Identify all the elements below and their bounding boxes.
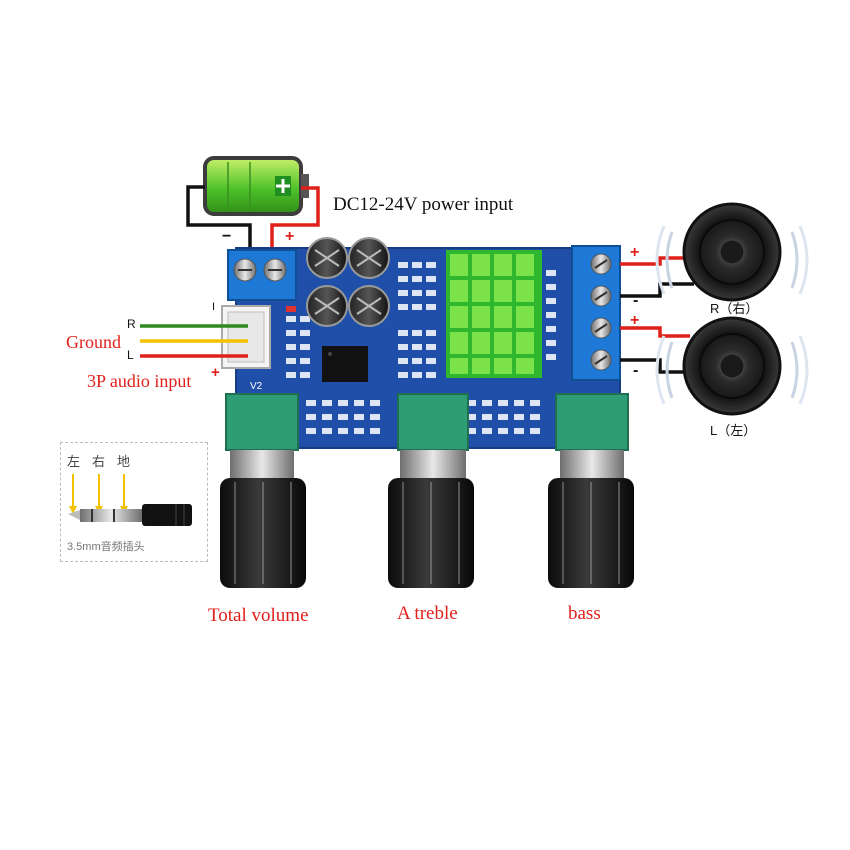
- jack-right-label: 右: [92, 454, 106, 469]
- speaker-terminal: [571, 245, 621, 381]
- capacitors: [306, 237, 390, 327]
- board-version-label: V2: [250, 381, 263, 392]
- speaker-l-minus-sign: -: [633, 362, 639, 379]
- power-wires: [186, 185, 320, 255]
- battery-icon: [203, 156, 309, 216]
- speaker-right-icon: [655, 202, 809, 302]
- audio-input-label: 3P audio input: [87, 371, 192, 391]
- treble-knob: [388, 393, 474, 588]
- power-plus-sign: +: [285, 228, 295, 245]
- speaker-r-minus-sign: -: [633, 292, 639, 309]
- audio-input-wires: [140, 324, 248, 358]
- audio-input-connector: [221, 305, 271, 369]
- pin-label-r: R: [127, 317, 136, 331]
- heatsink: [446, 250, 542, 378]
- speaker-right-label: R（右）: [710, 301, 759, 316]
- jack-plug-icon: [68, 474, 192, 526]
- speaker-wires: [620, 256, 694, 374]
- speaker-r-plus-sign: +: [630, 244, 640, 261]
- pin-label-l: L: [127, 348, 134, 362]
- power-minus-sign: −: [222, 228, 232, 245]
- ground-label: Ground: [66, 332, 121, 352]
- bass-label: bass: [568, 603, 601, 624]
- speaker-left-icon: [655, 316, 809, 416]
- audio-input-plus-sign: +: [211, 364, 220, 381]
- jack-ground-label: 地: [117, 454, 131, 469]
- pin-label-one: I: [212, 301, 216, 313]
- power-input-label: DC12-24V power input: [333, 194, 514, 215]
- jack-diagram-box: [60, 442, 208, 562]
- jack-left-label: 左: [67, 454, 81, 469]
- power-terminal: [227, 249, 297, 301]
- volume-label: Total volume: [208, 605, 309, 626]
- speaker-l-plus-sign: +: [630, 312, 640, 329]
- volume-knob: [220, 393, 306, 588]
- bass-knob: [548, 393, 634, 588]
- speaker-left-label: L（左）: [710, 423, 757, 438]
- jack-caption: 3.5mm音频插头: [67, 541, 145, 553]
- treble-label: A treble: [397, 603, 458, 624]
